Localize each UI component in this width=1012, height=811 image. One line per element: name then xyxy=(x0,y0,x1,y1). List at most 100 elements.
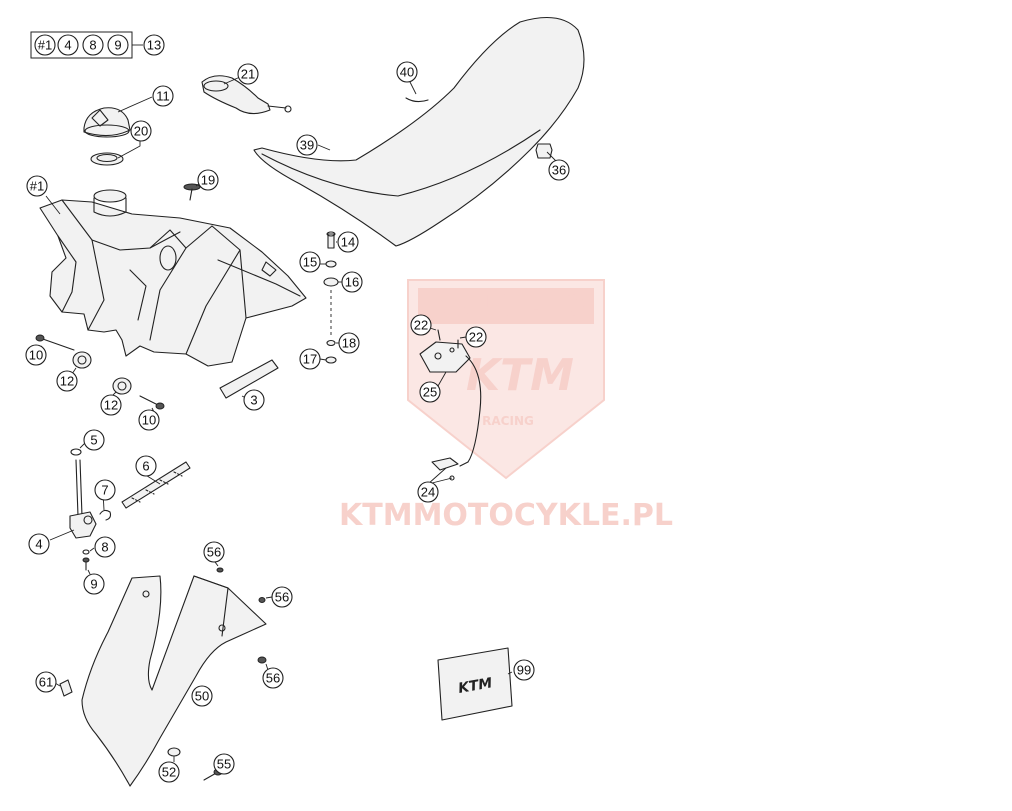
callout-99[interactable]: 99 xyxy=(513,659,535,681)
svg-text:10: 10 xyxy=(29,348,43,363)
kit-member-9[interactable]: 9 xyxy=(107,34,129,56)
svg-text:7: 7 xyxy=(101,483,108,498)
kit-member-8[interactable]: 8 xyxy=(82,34,104,56)
callout-8[interactable]: 8 xyxy=(94,536,116,558)
callout-22-right[interactable]: 22 xyxy=(465,326,487,348)
clip-nut-part xyxy=(59,679,73,697)
svg-text:9: 9 xyxy=(90,577,97,592)
svg-text:17: 17 xyxy=(303,352,317,367)
callout-56-low[interactable]: 56 xyxy=(262,667,284,689)
hose-clamp-part xyxy=(99,509,112,521)
watermark-bottom: KTMMOTOCYKLE.PL xyxy=(339,498,673,533)
callout-5[interactable]: 5 xyxy=(83,429,105,451)
svg-text:61: 61 xyxy=(39,675,53,690)
svg-text:18: 18 xyxy=(342,336,356,351)
callout-50[interactable]: 50 xyxy=(191,685,213,707)
svg-text:3: 3 xyxy=(250,393,257,408)
callout-18[interactable]: 18 xyxy=(338,332,360,354)
svg-text:19: 19 xyxy=(201,173,215,188)
rubber-bushing-right-part xyxy=(112,377,132,395)
callout-36[interactable]: 36 xyxy=(548,159,570,181)
callout-25[interactable]: 25 xyxy=(419,381,441,403)
cap-seal-part xyxy=(90,152,124,166)
callout-tank[interactable]: #1 xyxy=(26,175,48,197)
callout-52[interactable]: 52 xyxy=(158,761,180,783)
callout-9[interactable]: 9 xyxy=(83,573,105,595)
svg-text:5: 5 xyxy=(90,433,97,448)
callout-56-mid[interactable]: 56 xyxy=(271,586,293,608)
kit-member-4[interactable]: 4 xyxy=(57,34,79,56)
callout-40[interactable]: 40 xyxy=(396,61,418,83)
mount-bolt-left-part xyxy=(35,334,75,351)
callout-22-left[interactable]: 22 xyxy=(410,314,432,336)
watermark: DUUST.CO KTM RACING KTMMOTOCYKLE.PL xyxy=(339,279,673,533)
fuel-tank-part xyxy=(39,189,307,367)
svg-text:36: 36 xyxy=(552,163,566,178)
svg-text:56: 56 xyxy=(275,590,289,605)
callout-24[interactable]: 24 xyxy=(417,481,439,503)
fuel-hose-part xyxy=(121,461,191,509)
callout-61[interactable]: 61 xyxy=(35,671,57,693)
panel-screw-2-part xyxy=(258,597,266,603)
callout-6[interactable]: 6 xyxy=(135,455,157,477)
svg-text:22: 22 xyxy=(414,318,428,333)
callout-55[interactable]: 55 xyxy=(213,753,235,775)
svg-text:4: 4 xyxy=(35,537,42,552)
watermark-site: DUUST.CO xyxy=(427,289,586,322)
callout-17[interactable]: 17 xyxy=(299,348,321,370)
svg-text:40: 40 xyxy=(400,65,414,80)
callout-16[interactable]: 16 xyxy=(341,271,363,293)
svg-text:25: 25 xyxy=(423,385,437,400)
svg-text:14: 14 xyxy=(341,235,355,250)
callout-19[interactable]: 19 xyxy=(197,169,219,191)
svg-text:4: 4 xyxy=(64,38,71,53)
svg-text:15: 15 xyxy=(303,255,317,270)
seat-bumper-part xyxy=(535,143,553,159)
svg-text:8: 8 xyxy=(89,38,96,53)
callout-11[interactable]: 11 xyxy=(152,85,174,107)
svg-text:#1: #1 xyxy=(38,38,52,53)
sticker-part: KTM xyxy=(437,647,513,721)
kit-member-1[interactable]: #1 xyxy=(34,34,56,56)
mount-bolt-right-part xyxy=(139,395,165,410)
seat-part xyxy=(253,17,585,247)
kit-result-13[interactable]: 13 xyxy=(143,34,165,56)
callout-4[interactable]: 4 xyxy=(28,533,50,555)
svg-text:56: 56 xyxy=(207,545,221,560)
connector-part xyxy=(431,457,459,481)
svg-text:8: 8 xyxy=(101,540,108,555)
side-panel-part xyxy=(81,575,267,787)
callout-15[interactable]: 15 xyxy=(299,251,321,273)
callout-20[interactable]: 20 xyxy=(130,120,152,142)
callout-10-left[interactable]: 10 xyxy=(25,344,47,366)
svg-text:24: 24 xyxy=(421,485,435,500)
svg-text:55: 55 xyxy=(217,757,231,772)
callout-56-top[interactable]: 56 xyxy=(203,541,225,563)
fuel-tap-part xyxy=(69,448,97,571)
svg-text:21: 21 xyxy=(241,67,255,82)
svg-text:#1: #1 xyxy=(30,179,44,194)
svg-text:10: 10 xyxy=(142,413,156,428)
svg-text:6: 6 xyxy=(142,459,149,474)
fuel-cap-part xyxy=(83,107,131,138)
svg-text:16: 16 xyxy=(345,275,359,290)
callout-39[interactable]: 39 xyxy=(296,134,318,156)
callout-3[interactable]: 3 xyxy=(243,389,265,411)
callout-12-right[interactable]: 12 xyxy=(100,394,122,416)
washer-part xyxy=(167,747,181,757)
svg-text:39: 39 xyxy=(300,138,314,153)
svg-text:12: 12 xyxy=(104,398,118,413)
callout-12-left[interactable]: 12 xyxy=(56,370,78,392)
seat-screw-stack xyxy=(323,231,339,364)
callout-14[interactable]: 14 xyxy=(337,231,359,253)
svg-text:13: 13 xyxy=(147,38,161,53)
breather-valve-part xyxy=(201,75,292,115)
callout-7[interactable]: 7 xyxy=(94,479,116,501)
rubber-bushing-left-part xyxy=(72,351,92,369)
callout-10-right[interactable]: 10 xyxy=(138,409,160,431)
callout-21[interactable]: 21 xyxy=(237,63,259,85)
sticker-logo: KTM xyxy=(457,675,494,697)
svg-text:99: 99 xyxy=(517,663,531,678)
svg-text:12: 12 xyxy=(60,374,74,389)
